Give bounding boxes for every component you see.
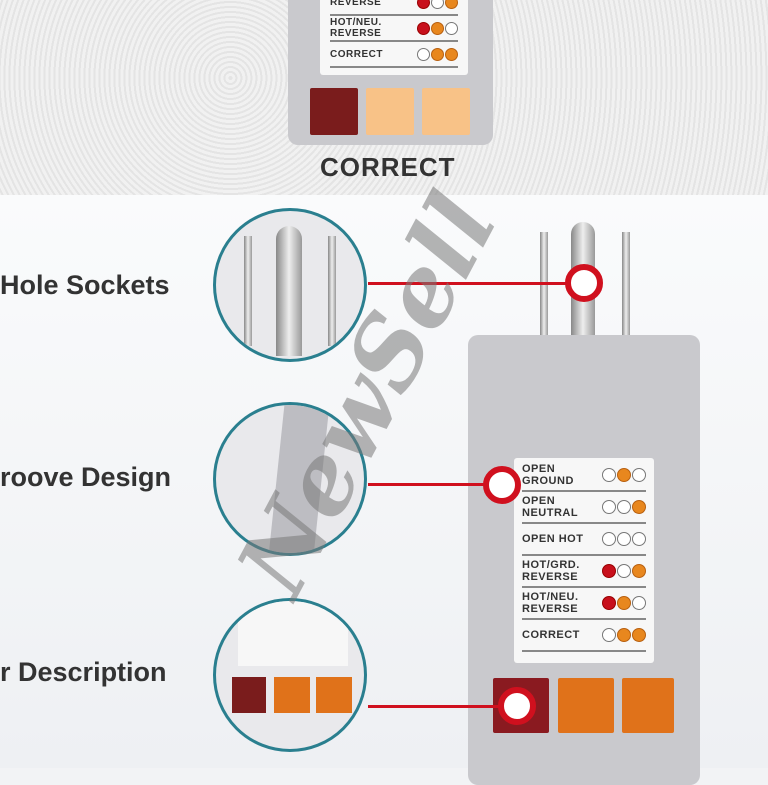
red-light-icon [602,596,616,610]
indicator-row: HOT/NEU. REVERSE [522,588,646,620]
indicator-label: OPEN HOT [522,532,584,545]
amber-light-icon [632,500,646,514]
off-light-icon [632,468,646,482]
off-light-icon [602,500,616,514]
indicator-label: HOT/NEU. REVERSE [522,590,579,615]
amber-light-icon [445,0,458,9]
amber-light-icon [431,47,444,61]
indicator-row: HOT/NEU. REVERSE [330,16,458,42]
indicator-row: OPEN GROUND [522,460,646,492]
amber-light-icon [632,628,646,642]
feature-label-description: r Description [0,657,167,687]
callout-marker-sockets [565,264,603,302]
indicator-lights [417,0,458,9]
callout-line-groove [368,483,488,486]
red-led-button [310,88,358,135]
callout-line-description [368,705,503,708]
off-light-icon [431,0,444,9]
indicator-panel-top: REVERSE HOT/NEU. REVERSE CORRECT [320,0,468,75]
amber-led-button [558,678,614,733]
indicator-lights [602,564,646,578]
off-light-icon [445,21,458,35]
indicator-row: HOT/GRD. REVERSE [522,556,646,588]
feature-label-groove: roove Design [0,462,172,492]
indicator-lights [602,596,646,610]
indicator-label: CORRECT [330,48,383,60]
off-light-icon [602,468,616,482]
indicator-label: OPEN NEUTRAL [522,494,579,519]
amber-light-icon [617,468,631,482]
hot-prong [540,232,548,342]
off-light-icon [417,47,430,61]
indicator-row: CORRECT [330,42,458,68]
feature-label-sockets: Hole Sockets [0,270,170,300]
zoom-circle-groove [213,402,367,556]
indicator-row: CORRECT [522,620,646,652]
state-caption: CORRECT [320,152,456,182]
amber-led-button [422,88,470,135]
off-light-icon [602,532,616,546]
indicator-lights [602,468,646,482]
top-section: REVERSE HOT/NEU. REVERSE CORRECT CORRECT [0,0,768,195]
indicator-row: OPEN NEUTRAL [522,492,646,524]
off-light-icon [617,564,631,578]
callout-line-sockets [368,282,573,285]
amber-led-button [622,678,674,733]
indicator-label: OPEN GROUND [522,462,574,487]
indicator-row: OPEN HOT [522,524,646,556]
indicator-label: CORRECT [522,628,580,641]
callout-marker-description [498,687,536,725]
indicator-lights [602,628,646,642]
zoom-circle-description [213,598,367,752]
amber-light-icon [617,628,631,642]
amber-led-button [366,88,414,135]
off-light-icon [617,500,631,514]
amber-light-icon [632,564,646,578]
indicator-row: REVERSE [330,0,458,16]
indicator-lights [417,21,458,35]
neutral-prong [622,232,630,342]
amber-light-icon [431,21,444,35]
indicator-panel: OPEN GROUND OPEN NEUTRAL OPEN HOT HOT/GRD. … [514,458,654,663]
off-light-icon [617,532,631,546]
off-light-icon [632,532,646,546]
indicator-label: REVERSE [330,0,382,8]
callout-marker-groove [483,466,521,504]
indicator-lights [602,532,646,546]
indicator-label: HOT/NEU. REVERSE [330,17,382,39]
red-light-icon [602,564,616,578]
red-light-icon [417,21,430,35]
off-light-icon [632,596,646,610]
amber-light-icon [617,596,631,610]
indicator-lights [417,47,458,61]
zoom-circle-sockets [213,208,367,362]
amber-light-icon [445,47,458,61]
off-light-icon [602,628,616,642]
indicator-label: HOT/GRD. REVERSE [522,558,580,583]
red-light-icon [417,0,430,9]
indicator-lights [602,500,646,514]
